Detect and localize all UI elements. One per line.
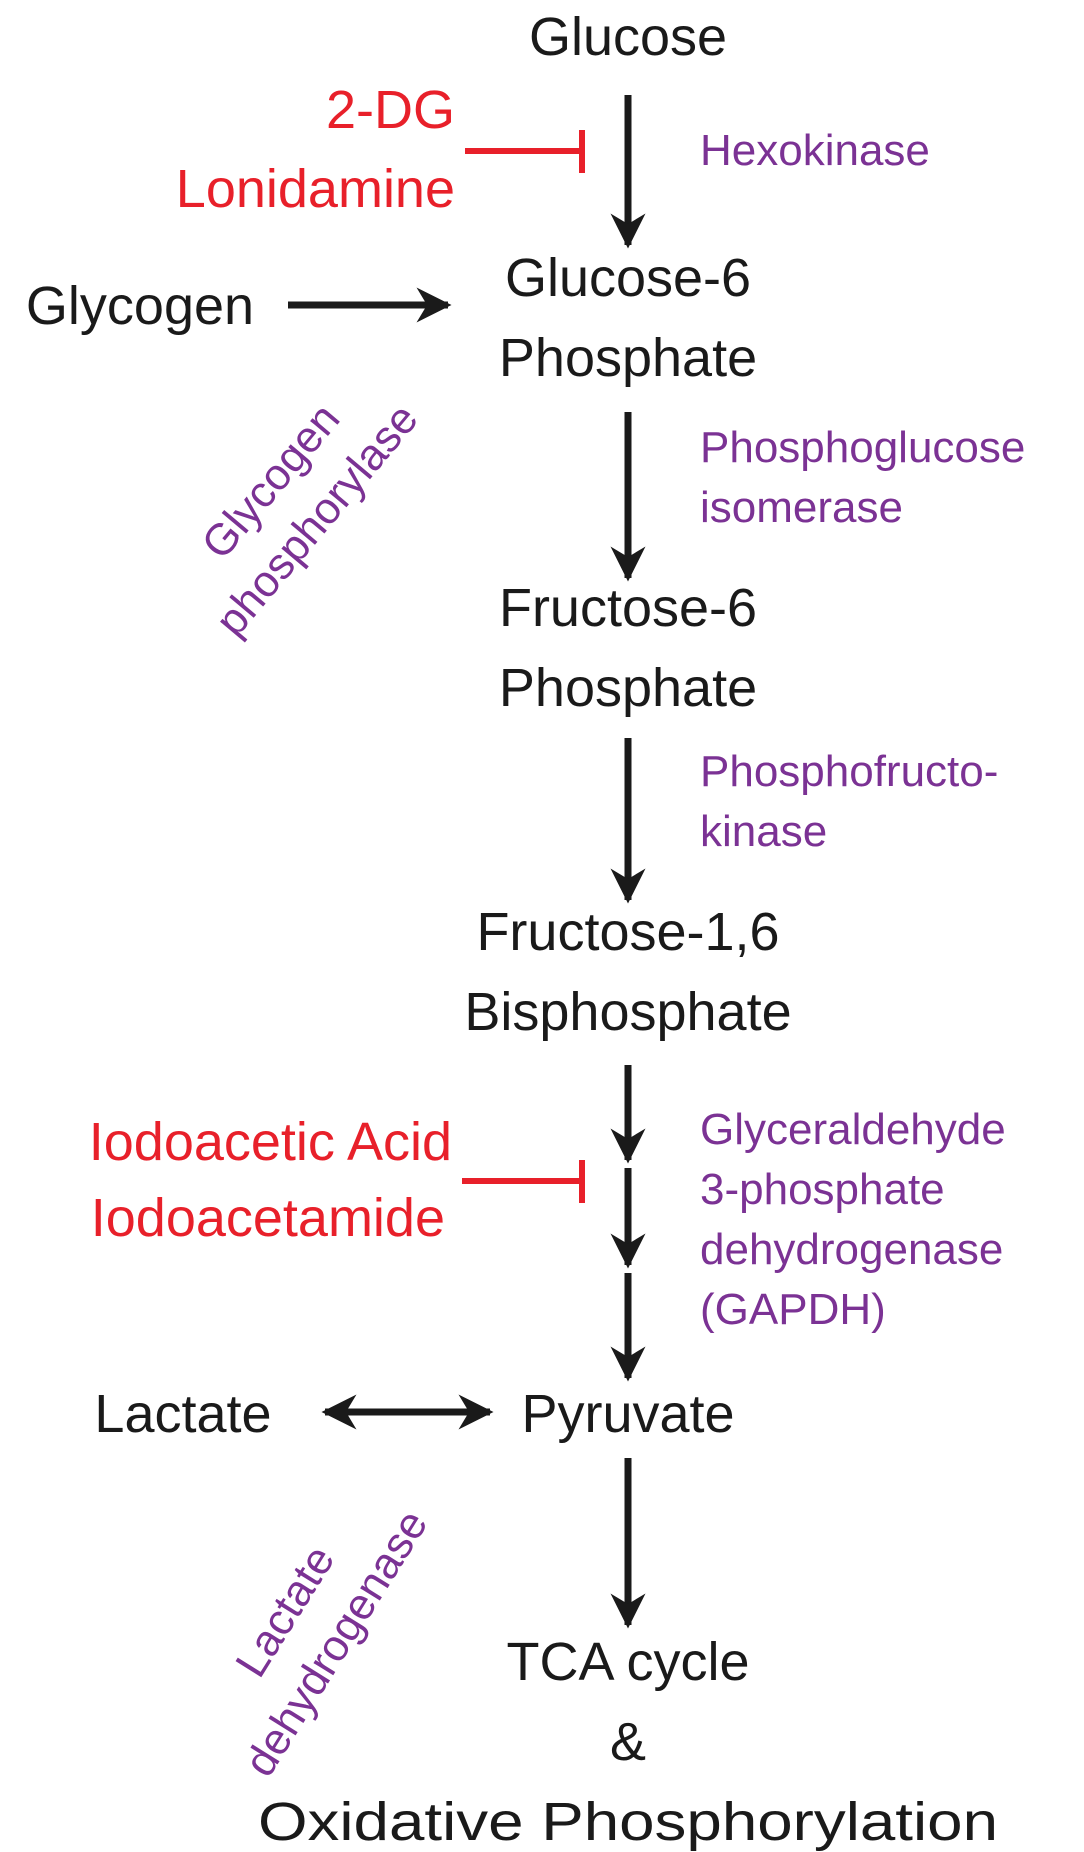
metabolite-glucose-6-phosphate-line1: Glucose-6 bbox=[505, 248, 751, 308]
metabolite-glucose-6-phosphate-line2: Phosphate bbox=[499, 328, 757, 388]
enzyme-phosphoglucose-isomerase-line1: Phosphoglucose bbox=[700, 423, 1025, 472]
enzyme-gapdh-line1: Glyceraldehyde bbox=[700, 1105, 1006, 1154]
inhibitor-lonidamine: Lonidamine bbox=[176, 159, 455, 219]
enzyme-gapdh-line2: 3-phosphate bbox=[700, 1165, 945, 1214]
inhibitor-2-dg: 2-DG bbox=[326, 80, 455, 140]
inhibitor-iodoacetamide: Iodoacetamide bbox=[91, 1188, 445, 1248]
enzyme-phosphofructokinase-line2: kinase bbox=[700, 807, 827, 856]
inhibitor-iodoacetic-acid: Iodoacetic Acid bbox=[89, 1112, 452, 1172]
tca-cycle-line3: Oxidative Phosphorylation bbox=[258, 1792, 998, 1852]
metabolite-fructose-1-6-bisphosphate-line2: Bisphosphate bbox=[464, 982, 791, 1042]
metabolite-glycogen: Glycogen bbox=[26, 276, 254, 336]
tca-cycle-line2: & bbox=[610, 1712, 646, 1772]
enzyme-gapdh-line4: (GAPDH) bbox=[700, 1285, 886, 1334]
enzyme-lactate-dehydrogenase: Lactate dehydrogenase bbox=[226, 1502, 437, 1785]
enzyme-gapdh-line3: dehydrogenase bbox=[700, 1225, 1003, 1274]
tca-cycle-line1: TCA cycle bbox=[506, 1632, 749, 1692]
enzyme-phosphoglucose-isomerase-line2: isomerase bbox=[700, 483, 903, 532]
metabolite-fructose-6-phosphate-line1: Fructose-6 bbox=[499, 578, 757, 638]
enzyme-hexokinase: Hexokinase bbox=[700, 126, 930, 175]
inhibition-bar-gapdh bbox=[462, 1160, 585, 1203]
inhibition-bar-hexokinase bbox=[465, 130, 585, 173]
metabolite-fructose-6-phosphate-line2: Phosphate bbox=[499, 658, 757, 718]
metabolite-pyruvate: Pyruvate bbox=[521, 1384, 734, 1444]
enzyme-phosphofructokinase-line1: Phosphofructo- bbox=[700, 747, 998, 796]
metabolite-fructose-1-6-bisphosphate-line1: Fructose-1,6 bbox=[476, 902, 779, 962]
metabolite-lactate: Lactate bbox=[94, 1384, 271, 1444]
metabolite-glucose: Glucose bbox=[529, 7, 727, 67]
enzyme-glycogen-phosphorylase: Glycogen phosphorylase bbox=[192, 394, 427, 645]
